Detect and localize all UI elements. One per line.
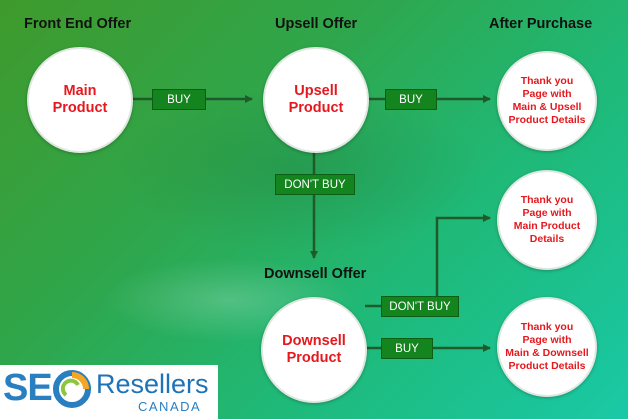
logo-resellers-text: Resellers [96, 369, 209, 399]
node-main-product-label: Main Product [52, 83, 108, 116]
edge-label-dont-buy-1: DON'T BUY [275, 174, 355, 195]
logo-canada-text: CANADA [138, 399, 202, 414]
node-thankyou-main-label: Thank you Page with Main Product Details [513, 194, 581, 245]
node-thankyou-main: Thank you Page with Main Product Details [497, 170, 597, 270]
edge-label-buy-3: BUY [381, 338, 433, 359]
node-thankyou-main-upsell: Thank you Page with Main & Upsell Produc… [497, 51, 597, 151]
node-downsell-product-label: Downsell Product [282, 333, 346, 366]
title-upsell-offer: Upsell Offer [275, 16, 358, 32]
node-upsell-product: Upsell Product [263, 47, 369, 153]
node-downsell-product: Downsell Product [261, 297, 367, 403]
seo-resellers-logo: SE Resellers CANADA [0, 365, 218, 419]
node-upsell-product-label: Upsell Product [288, 83, 344, 116]
edge-label-dont-buy-2: DON'T BUY [381, 296, 459, 317]
title-downsell-offer: Downsell Offer [264, 266, 367, 282]
edge-label-buy-2: BUY [385, 89, 437, 110]
logo-swirl-icon [53, 370, 91, 408]
arrow-downsell-to-thankyou-2 [365, 214, 491, 308]
logo-seo-text: SE [3, 367, 53, 409]
edge-label-buy-1: BUY [152, 89, 206, 110]
node-thankyou-main-upsell-label: Thank you Page with Main & Upsell Produc… [508, 75, 586, 126]
node-thankyou-main-downsell: Thank you Page with Main & Downsell Prod… [497, 297, 597, 397]
node-thankyou-main-downsell-label: Thank you Page with Main & Downsell Prod… [505, 321, 589, 372]
title-front-end-offer: Front End Offer [24, 16, 132, 32]
title-after-purchase: After Purchase [489, 16, 593, 32]
node-main-product: Main Product [27, 47, 133, 153]
